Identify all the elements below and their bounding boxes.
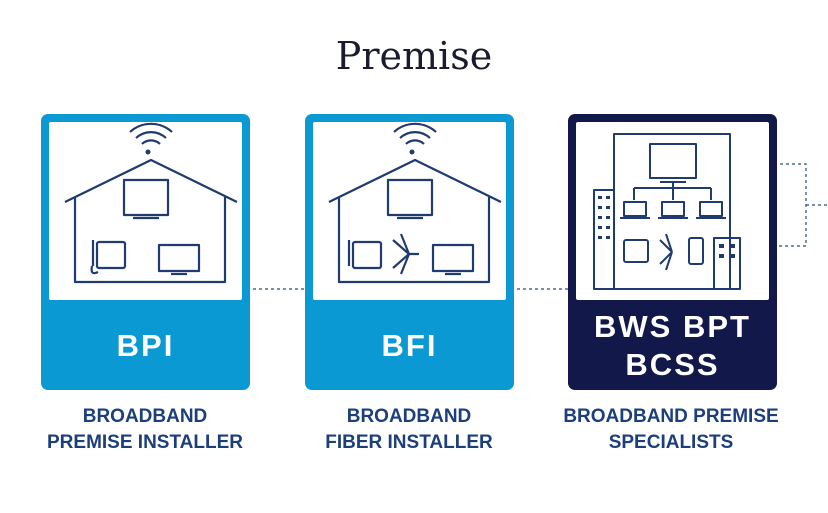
caption-line: BROADBAND [346, 406, 472, 427]
fiber-icon [392, 233, 419, 275]
house-icon [64, 158, 238, 284]
house-illustration [313, 122, 506, 300]
building-icon [613, 133, 731, 290]
card-code-line1: BWS BPT [594, 309, 751, 344]
caption-line: FIBER INSTALLER [325, 432, 493, 453]
building-icon [713, 237, 741, 290]
caption-line: BROADBAND [82, 406, 208, 427]
monitor-icon [157, 243, 201, 276]
caption-specialists: BROADBAND PREMISE SPECIALISTS [531, 404, 811, 456]
page-title: Premise [335, 34, 493, 78]
phone-icon [623, 239, 649, 263]
card-bfi: BFI [305, 114, 514, 390]
card-code: BWS BPT BCSS [568, 302, 777, 390]
phone-icon [347, 240, 383, 270]
monitor-icon [386, 178, 434, 220]
smartphone-icon [688, 237, 704, 265]
building-icon [593, 189, 615, 290]
wifi-icon [129, 122, 173, 145]
card-code: BPI [116, 328, 175, 363]
caption-line: BROADBAND PREMISE [563, 406, 779, 427]
card-bws-bpt-bcss: BWS BPT BCSS [568, 114, 777, 390]
card-bpi: BPI [41, 114, 250, 390]
house-illustration [49, 122, 242, 300]
building-illustration [576, 122, 769, 300]
laptop-icon [620, 201, 650, 219]
phone-icon [90, 240, 127, 275]
caption-bpi: BROADBAND PREMISE INSTALLER [5, 404, 285, 456]
monitor-icon [649, 143, 697, 183]
house-icon [328, 158, 502, 284]
caption-bfi: BROADBAND FIBER INSTALLER [269, 404, 549, 456]
wifi-icon [393, 122, 437, 145]
caption-line: SPECIALISTS [608, 432, 734, 453]
card-code: BFI [381, 328, 438, 363]
fiber-icon [659, 233, 673, 271]
monitor-icon [122, 178, 170, 220]
laptop-icon [658, 201, 688, 219]
monitor-icon [431, 243, 475, 276]
card-code-line2: BCSS [625, 347, 720, 382]
caption-line: PREMISE INSTALLER [47, 432, 243, 453]
laptop-icon [696, 201, 726, 219]
